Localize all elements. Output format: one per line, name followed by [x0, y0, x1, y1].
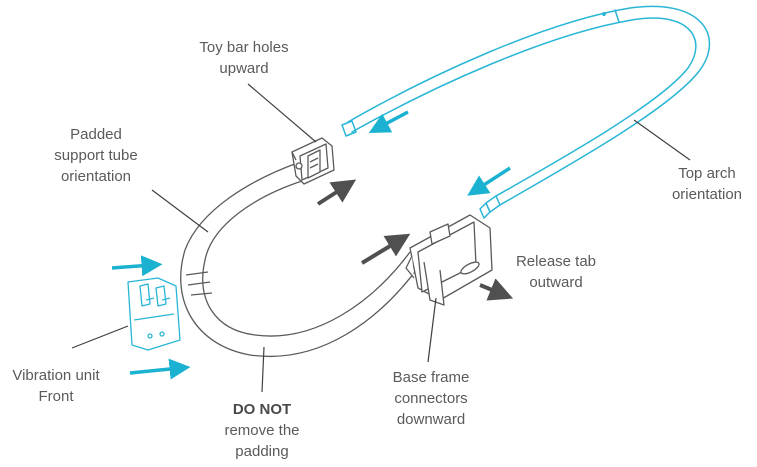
padded-tube-label: Padded support tube orientation	[54, 126, 138, 185]
base-frame-label: Base frame connectors downward	[392, 369, 470, 428]
top-arch	[341, 5, 711, 219]
toy-bar-connector	[291, 137, 335, 185]
leader-lines	[71, 83, 691, 393]
arrow-icon	[479, 278, 514, 301]
toy-bar-label: Toy bar holes upward	[199, 39, 289, 77]
do-not-remove-label: DO NOT remove the padding	[224, 401, 300, 460]
arrow-icon	[368, 110, 409, 133]
arrow-icon	[111, 255, 163, 277]
base-frame-connector	[405, 214, 493, 306]
arrow-icon	[360, 233, 411, 265]
padded-support-tube	[180, 161, 421, 357]
release-tab-label: Release tab outward	[515, 253, 597, 291]
arrow-icon	[129, 358, 191, 380]
vibration-unit-label: Vibration unit Front	[12, 367, 100, 405]
arrow-icon	[467, 166, 511, 196]
top-arch-label: Top arch orientation	[671, 165, 743, 203]
arrow-icon	[316, 179, 357, 206]
gray-arrows	[316, 179, 514, 301]
vibration-unit	[127, 277, 181, 351]
teal-arrows	[111, 110, 511, 380]
